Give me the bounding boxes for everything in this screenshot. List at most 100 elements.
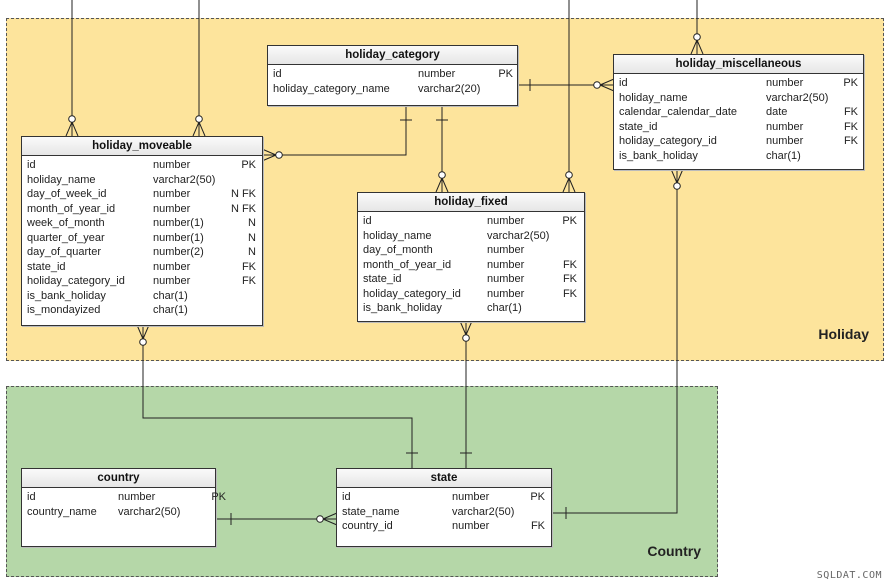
column-type: varchar2(50) — [487, 229, 550, 242]
column-key: PK — [562, 215, 577, 227]
column-key: FK — [562, 258, 577, 271]
column-name: quarter_of_year — [27, 231, 105, 244]
column-row: country_name varchar2(50) — [27, 505, 215, 520]
column-row: id number PK — [342, 490, 551, 505]
column-type: number — [153, 188, 191, 200]
country-area-label: Country — [647, 543, 701, 559]
column-name: week_of_month — [27, 217, 105, 229]
column-name: is_bank_holiday — [363, 302, 442, 314]
offcanvas-link-moveable-1-zero — [68, 115, 76, 123]
holiday-area-label: Holiday — [818, 326, 869, 342]
column-type: number — [487, 258, 525, 271]
rel-category-miscellaneous-crow — [599, 78, 615, 92]
column-type: number — [153, 275, 191, 287]
column-type: number — [487, 215, 525, 227]
column-name: day_of_week_id — [27, 188, 107, 200]
column-type: number — [153, 202, 191, 215]
column-type: number — [452, 520, 490, 532]
column-key: PK — [843, 77, 858, 89]
column-row: is_bank_holiday char(1) — [619, 149, 863, 164]
column-type: number(1) — [153, 217, 204, 229]
column-key: FK — [843, 135, 858, 147]
column-name: holiday_category_id — [363, 287, 461, 300]
column-row: holiday_category_id number FK — [619, 134, 863, 149]
column-key: FK — [562, 287, 577, 300]
column-name: country_name — [27, 505, 97, 518]
column-row: holiday_category_id number FK — [363, 287, 584, 302]
column-name: country_id — [342, 520, 393, 532]
column-type: number — [766, 135, 804, 147]
column-type: number — [766, 120, 804, 133]
column-type: varchar2(50) — [452, 505, 515, 518]
column-type: number — [118, 491, 156, 503]
column-type: char(1) — [766, 149, 801, 162]
column-type: varchar2(50) — [118, 505, 181, 518]
column-name: holiday_category_id — [619, 135, 717, 147]
column-type: varchar2(20) — [418, 82, 481, 95]
offcanvas-link-fixed-zero — [565, 171, 573, 179]
offcanvas-link-miscellaneous-zero — [693, 33, 701, 41]
column-type: number — [452, 491, 490, 503]
column-key: FK — [843, 120, 858, 133]
column-type: char(1) — [153, 289, 188, 302]
rel-category-moveable-crow — [261, 148, 277, 162]
column-name: id — [27, 491, 36, 503]
column-key: FK — [562, 273, 577, 285]
column-name: state_id — [363, 273, 402, 285]
column-name: is_bank_holiday — [27, 289, 106, 302]
entity-title: holiday_miscellaneous — [614, 55, 863, 74]
column-name: holiday_name — [27, 173, 96, 186]
column-key: PK — [241, 159, 256, 171]
entity-title: holiday_fixed — [358, 193, 584, 212]
rel-state-fixed-crow — [459, 320, 473, 336]
column-key: N — [248, 246, 256, 258]
rel-category-miscellaneous-zero — [593, 81, 601, 89]
column-name: month_of_year_id — [27, 202, 116, 215]
rel-category-moveable-zero — [275, 151, 283, 159]
column-name: state_id — [27, 260, 66, 273]
column-type: date — [766, 106, 788, 118]
column-key: N — [248, 231, 256, 244]
column-key: FK — [843, 106, 858, 118]
offcanvas-link-moveable-2-zero — [195, 115, 203, 123]
entity-title: holiday_category — [268, 46, 517, 65]
column-name: holiday_category_id — [27, 275, 125, 287]
rel-category-moveable — [262, 106, 407, 156]
rel-state-moveable — [142, 325, 413, 468]
rel-state-moveable-zero — [139, 338, 147, 346]
column-type: number(2) — [153, 246, 204, 258]
rel-state-miscellaneous-crow — [670, 168, 684, 184]
column-key: N FK — [230, 188, 256, 200]
column-type: char(1) — [153, 304, 188, 316]
column-name: is_bank_holiday — [619, 149, 698, 162]
column-name: id — [342, 491, 351, 503]
column-type: number — [153, 159, 191, 171]
column-type: number — [487, 287, 525, 300]
entity-title: state — [337, 469, 551, 488]
column-key: PK — [530, 491, 545, 503]
rel-state-fixed-zero — [462, 334, 470, 342]
column-type: char(1) — [487, 302, 522, 314]
